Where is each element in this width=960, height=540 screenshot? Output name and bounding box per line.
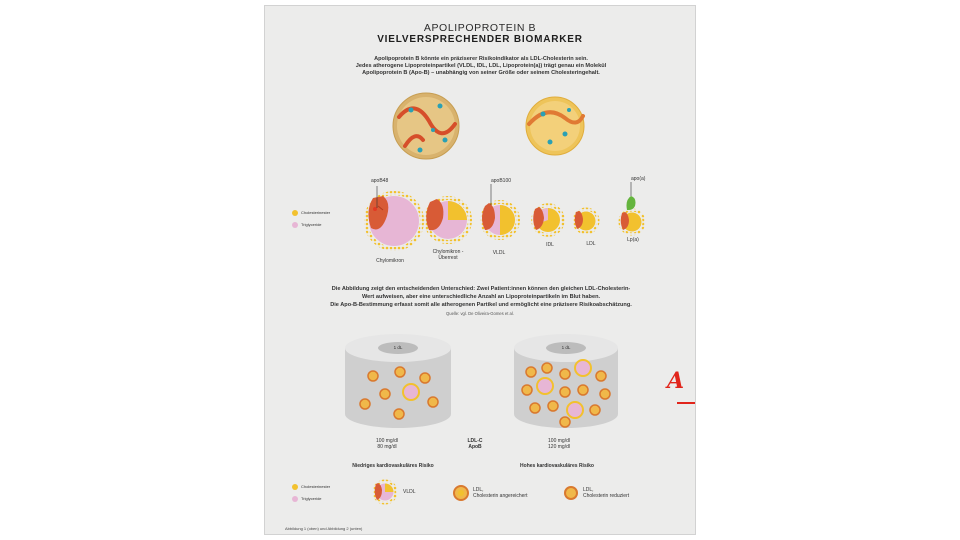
lpa-label: Lp(a) <box>627 237 639 243</box>
legend-ldl-reduced-icon <box>564 486 578 500</box>
explanation-line-1: Die Abbildung zeigt den entscheidenden U… <box>331 286 631 292</box>
particle-lpa <box>618 182 646 236</box>
legend-ldl-reduced-label: LDL, Cholesterin reduziert <box>583 487 629 499</box>
apoa-label: apo(a) <box>631 176 646 182</box>
high-apob-value: 120 mg/dl <box>548 444 570 450</box>
apob48-label: apoB48 <box>371 178 389 184</box>
legend-ldl-enriched-label: LDL, Cholesterin angereichert <box>473 487 527 499</box>
source-citation: Quelle: vgl. De Oliveira-Gomes et al. <box>446 311 514 316</box>
legend-bottom-icons <box>292 479 578 505</box>
legend-bottom-triglyceride-label: Triglyceride <box>301 496 322 501</box>
explanation-line-3: Die Apo-B-Bestimmung erfasst somit alle … <box>330 302 632 308</box>
intro-line-1: Apolipoprotein B könnte ein präziserer R… <box>374 56 588 62</box>
particle-vldl <box>480 184 520 240</box>
particle-ldl <box>572 207 600 235</box>
large-particle-left <box>392 92 460 160</box>
low-risk-label: Niedriges kardiovaskuläres Risiko <box>352 463 434 469</box>
legend-vldl-label: VLDL <box>403 489 416 495</box>
title-line-2: VIELVERSPRECHENDER BIOMARKER <box>377 34 583 45</box>
blood-volume-cylinders <box>345 334 618 428</box>
cylinder-low-volume: 1 dL <box>393 345 403 350</box>
remnant-label-line-2: Überrest <box>438 255 458 261</box>
cylinder-high-volume: 1 dL <box>561 345 571 350</box>
cylinder-high-risk <box>514 334 618 428</box>
particle-chylomikron-remnant <box>424 196 472 244</box>
particle-idl <box>531 203 565 237</box>
intro-line-2: Jedes atherogene Lipoproteinpartikel (VL… <box>355 63 607 69</box>
infographic-poster: APOLIPOPROTEIN B VIELVERSPRECHENDER BIOM… <box>264 5 696 535</box>
legend-bottom-cholesterol-swatch <box>292 484 298 490</box>
explanation-text: Die Abbildung zeigt den entscheidenden U… <box>295 285 667 309</box>
low-ldl-c-value: 100 mg/dl <box>376 438 398 444</box>
explanation-line-2: Wert aufweisen, aber eine unterschiedlic… <box>361 294 601 300</box>
legend-bottom-cholesterol-label: Cholesterinester <box>301 484 331 489</box>
apob-label: ApoB <box>468 444 482 450</box>
remnant-label: Chylomikron - Überrest <box>433 249 464 261</box>
vldl-label: VLDL <box>492 250 506 256</box>
legend-ldl-enriched-line-1: LDL, <box>473 487 484 493</box>
particle-cross-sections <box>392 92 585 160</box>
legend-vldl-icon <box>372 479 398 505</box>
figure-caption: Abbildung 1 (oben) und Abbildung 2 (unte… <box>285 526 363 531</box>
legend-ldl-enriched-icon <box>453 485 469 501</box>
high-risk-label: Hohes kardiovaskuläres Risiko <box>520 463 594 469</box>
legend-ldl-enriched-line-2: Cholesterin angereichert <box>473 493 528 499</box>
title-line-1: APOLIPOPROTEIN B <box>423 22 537 34</box>
pharmacy-logo: A <box>667 368 685 394</box>
lipoprotein-particle-row <box>364 182 646 251</box>
cylinder-high-particles <box>521 359 611 428</box>
apob100-label: apoB100 <box>491 178 512 184</box>
remnant-label-line-1: Chylomikron - <box>432 249 464 255</box>
legend-triglyceride-swatch <box>292 222 298 228</box>
legend-bottom-triglyceride-swatch <box>292 496 298 502</box>
intro-line-3: Apolipoprotein B (Apo-B) – unabhängig vo… <box>362 70 600 76</box>
center-metric-labels: LDL-C ApoB <box>468 438 483 450</box>
legend-triglyceride-label: Triglyceride <box>301 222 322 227</box>
cylinder-low-particles <box>359 366 439 420</box>
high-ldl-c-value: 100 mg/dl <box>548 438 570 444</box>
legend-ldl-reduced-line-1: LDL, <box>583 487 594 493</box>
chylomikron-label: Chylomikron <box>376 258 404 264</box>
ldl-c-label: LDL-C <box>467 438 483 444</box>
ldl-label: LDL <box>586 241 596 247</box>
intro-text: Apolipoprotein B könnte ein präziserer R… <box>310 56 652 77</box>
low-apob-value: 80 mg/dl <box>377 444 397 450</box>
particle-chylomikron <box>364 186 424 251</box>
legend-top-swatches <box>292 210 298 228</box>
high-risk-values: 100 mg/dl 120 mg/dl <box>548 438 570 450</box>
pharmacy-logo-underline <box>677 402 695 404</box>
legend-cholesterol-swatch <box>292 210 298 216</box>
idl-label: IDL <box>546 242 554 248</box>
low-risk-values: 100 mg/dl 80 mg/dl <box>376 438 398 450</box>
legend-ldl-reduced-line-2: Cholesterin reduziert <box>583 493 630 499</box>
large-particle-right <box>525 96 585 156</box>
legend-cholesterol-label: Cholesterinester <box>301 210 331 215</box>
cylinder-low-risk <box>345 334 451 428</box>
